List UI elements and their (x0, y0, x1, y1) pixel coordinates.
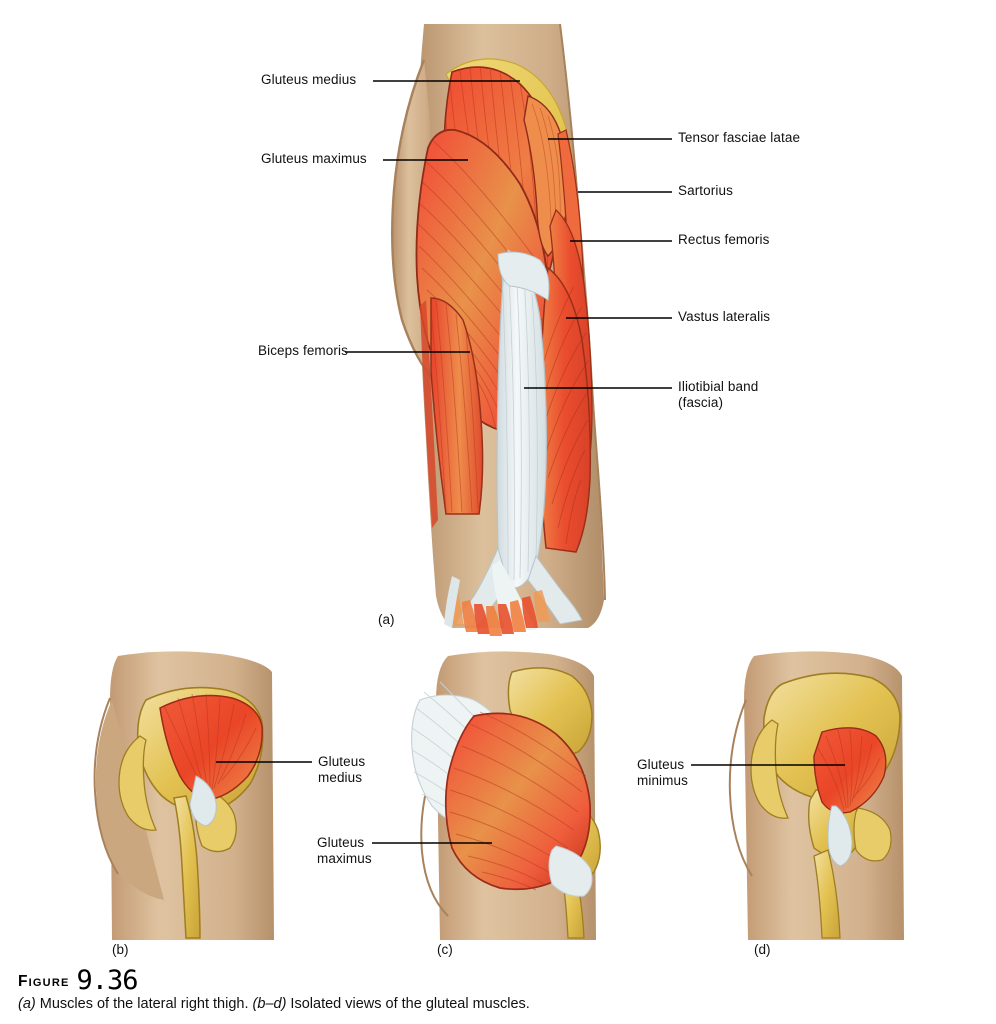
panel-d-femur-shaft (813, 849, 841, 939)
vastus-lateralis-fibers (541, 269, 590, 545)
caption-bd-text: Isolated views of the gluteal muscles. (286, 996, 530, 1012)
label-gluteus-maximus: Gluteus maximus (261, 151, 367, 166)
label-panel-c-gluteus-line2: maximus (317, 851, 372, 866)
panel-b-outline (93, 697, 119, 875)
label-gluteus-medius: Gluteus medius (261, 72, 357, 87)
label-sartorius: Sartorius (678, 183, 733, 198)
leader-lines (216, 80, 845, 844)
panel-b-medius-tendon (189, 775, 217, 827)
caption-a-text: Muscles of the lateral right thigh. (35, 996, 253, 1012)
panel-c-gluteus-maximus (411, 651, 601, 940)
panel-d-gluteus-minimus (813, 727, 887, 814)
figure-caption-text: (a) Muscles of the lateral right thigh. … (18, 996, 778, 1012)
caption-bd-marker: (b–d) (252, 996, 287, 1012)
label-panel-d-gluteus-line2: minimus (637, 773, 688, 788)
panel-marker-b: (b) (112, 942, 129, 957)
biceps-femoris-fibers (432, 300, 479, 512)
panel-d-minimus-tendon (827, 805, 853, 867)
lower-leg-muscle-fibers (450, 590, 550, 636)
panel-c-fibers (449, 711, 587, 891)
label-rectus-femoris: Rectus femoris (678, 232, 770, 247)
label-vastus-lateralis: Vastus lateralis (678, 309, 771, 324)
label-panel-b-gluteus-line1: Gluteus (318, 754, 366, 769)
label-tensor-fasciae-latae: Tensor fasciae latae (678, 130, 801, 145)
hip-contour (391, 59, 437, 383)
panel-a-lateral-thigh (391, 23, 606, 636)
distal-fascia-strip (444, 576, 460, 628)
panel-c-insertion-fascia (548, 845, 593, 897)
label-panel-b-gluteus-line2: medius (318, 770, 363, 785)
posterior-deep-band (420, 300, 438, 528)
figure-caption-heading: Figure 9.36 (18, 962, 778, 996)
panel-d-sacrum (750, 719, 789, 819)
panel-c-gluteus-maximus (444, 712, 591, 891)
label-biceps-femoris: Biceps femoris (258, 343, 348, 358)
label-panel-d-gluteus-line1: Gluteus (637, 757, 685, 772)
figure-number: 9.36 (76, 965, 139, 996)
panel-d-fibers (817, 729, 881, 811)
panel-b-femur (173, 795, 201, 939)
itb-fibers (501, 261, 538, 581)
label-iliotibial-band-line1: Iliotibial band (678, 379, 759, 394)
panel-d-gluteus-minimus (728, 651, 904, 940)
panel-b-gluteus-medius (159, 694, 263, 801)
panel-d-trochanter (853, 807, 892, 862)
panel-b-sacrum (118, 735, 157, 831)
label-panel-c-gluteus-line1: Gluteus (317, 835, 365, 850)
itb-upper-expansion (497, 251, 550, 301)
panel-b-gluteus-medius (93, 651, 274, 940)
caption-a-marker: (a) (18, 996, 36, 1012)
figure-word: Figure (18, 973, 70, 990)
panel-marker-d: (d) (754, 942, 771, 957)
label-iliotibial-band-line2: (fascia) (678, 395, 724, 410)
panel-marker-a: (a) (378, 612, 395, 627)
panel-d-outline (728, 699, 753, 877)
figure-caption: Figure 9.36 (a) Muscles of the lateral ri… (18, 962, 778, 1012)
panel-marker-c: (c) (437, 942, 453, 957)
